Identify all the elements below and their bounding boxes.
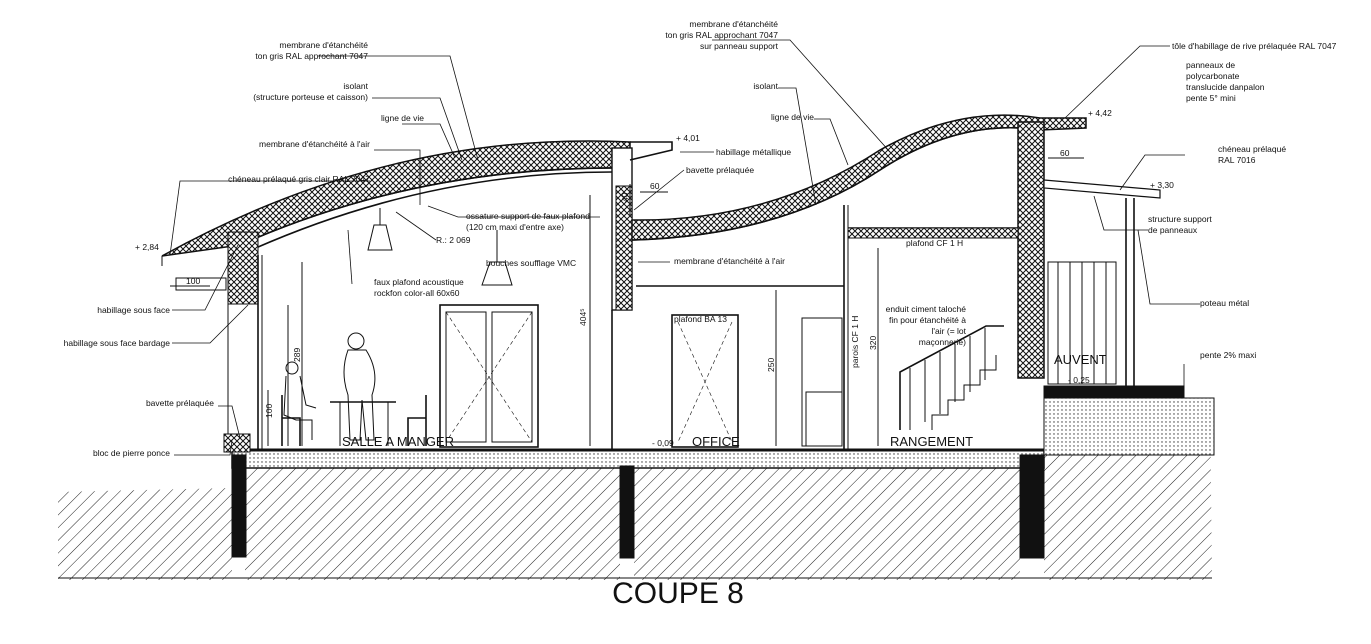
dim-404: 404⁵ bbox=[578, 308, 588, 326]
dim-289: 289 bbox=[292, 348, 302, 362]
right-roof bbox=[631, 114, 1161, 388]
label-ligne-vie-left: ligne de vie bbox=[381, 113, 424, 123]
label-polycarbonate-2: polycarbonate bbox=[1186, 71, 1240, 81]
label-membrane-center-1: membrane d'étanchéité bbox=[689, 19, 778, 29]
label-habillage-bardage: habillage sous face bardage bbox=[64, 338, 171, 348]
label-polycarbonate-1: panneaux de bbox=[1186, 60, 1235, 70]
label-ossature-1: ossature support de faux plafond bbox=[466, 211, 590, 221]
label-parois-cf: parois CF 1 H bbox=[850, 316, 860, 368]
label-cheneau-right-1: chéneau prélaqué bbox=[1218, 144, 1286, 154]
label-isolant-left-1: isolant bbox=[343, 81, 368, 91]
dim-320: 320 bbox=[868, 336, 878, 350]
dim-100-b: 100 bbox=[264, 404, 274, 418]
label-membrane-air-left: membrane d'étanchéité à l'air bbox=[259, 139, 370, 149]
drawing-title: COUPE 8 bbox=[612, 577, 744, 610]
label-bavette-left: bavette prélaquée bbox=[146, 398, 214, 408]
label-enduit-4: maçonnerie) bbox=[919, 337, 966, 347]
label-structure-support-1: structure support bbox=[1148, 214, 1212, 224]
level-025: - 0,25 bbox=[1068, 375, 1090, 385]
label-bouches-vmc: bouches soufflage VMC bbox=[486, 258, 576, 268]
label-ligne-vie-center: ligne de vie bbox=[771, 112, 814, 122]
room-office: OFFICE bbox=[692, 434, 740, 449]
label-membrane-center-2: ton gris RAL approchant 7047 bbox=[665, 30, 778, 40]
label-plafond-cf: plafond CF 1 H bbox=[906, 238, 963, 248]
interior-elements bbox=[161, 205, 1117, 450]
dim-250: 250 bbox=[766, 358, 776, 372]
level-009: - 0,09 bbox=[652, 438, 674, 448]
level-330: + 3,30 bbox=[1150, 180, 1174, 190]
dimension-values: 100 289 100 40 60 404⁵ 250 320 60 bbox=[186, 148, 1070, 418]
label-membrane-left-2: ton gris RAL approchant 7047 bbox=[255, 51, 368, 61]
label-habillage-sous-face: habillage sous face bbox=[97, 305, 170, 315]
label-tole-rive: tôle d'habillage de rive prélaquée RAL 7… bbox=[1172, 41, 1337, 51]
label-poteau-metal: poteau métal bbox=[1200, 298, 1249, 308]
room-auvent: AUVENT bbox=[1054, 352, 1107, 367]
dim-40: 40 bbox=[620, 192, 630, 202]
label-structure-support-2: de panneaux bbox=[1148, 225, 1198, 235]
right-annotations: tôle d'habillage de rive prélaquée RAL 7… bbox=[1148, 41, 1337, 360]
room-salle-a-manger: SALLE A MANGER bbox=[342, 434, 454, 449]
center-annotations: membrane d'étanchéité ton gris RAL appro… bbox=[374, 19, 967, 368]
label-cheneau-right-2: RAL 7016 bbox=[1218, 155, 1256, 165]
dimension-lines bbox=[170, 157, 1084, 446]
dim-100-a: 100 bbox=[186, 276, 200, 286]
label-isolant-left-2: (structure porteuse et caisson) bbox=[253, 92, 368, 102]
dim-60-a: 60 bbox=[650, 181, 660, 191]
label-membrane-air-center: membrane d'étanchéité à l'air bbox=[674, 256, 785, 266]
leader-lines bbox=[169, 39, 1200, 456]
level-marks: + 2,84 + 4,01 + 4,42 + 3,30 - 0,09 - 0,2… bbox=[135, 108, 1174, 448]
label-faux-plafond-1: faux plafond acoustique bbox=[374, 277, 464, 287]
level-401: + 4,01 bbox=[676, 133, 700, 143]
label-habillage-metallique: habillage métallique bbox=[716, 147, 791, 157]
label-faux-plafond-2: rockfon color-all 60x60 bbox=[374, 288, 460, 298]
room-rangement: RANGEMENT bbox=[890, 434, 973, 449]
label-enduit-3: l'air (= lot bbox=[932, 326, 967, 336]
label-pierre-ponce: bloc de pierre ponce bbox=[93, 448, 170, 458]
label-membrane-center-3: sur panneau support bbox=[700, 41, 779, 51]
label-ossature-2: (120 cm maxi d'entre axe) bbox=[466, 222, 564, 232]
slab-and-foundations bbox=[223, 385, 1215, 559]
label-isolant-center: isolant bbox=[753, 81, 778, 91]
dim-60-b: 60 bbox=[1060, 148, 1070, 158]
label-cheneau-left: chéneau prélaqué gris clair RAL 7047 bbox=[228, 174, 370, 184]
label-bavette-center: bavette prélaquée bbox=[686, 165, 754, 175]
left-annotations: membrane d'étanchéité ton gris RAL appro… bbox=[64, 40, 425, 458]
label-enduit-1: enduit ciment taloché bbox=[886, 304, 967, 314]
label-plafond-ba13: plafond BA 13 bbox=[674, 314, 727, 324]
level-442: + 4,42 bbox=[1088, 108, 1112, 118]
label-pente: pente 2% maxi bbox=[1200, 350, 1256, 360]
label-polycarbonate-4: pente 5° mini bbox=[1186, 93, 1236, 103]
label-membrane-left-1: membrane d'étanchéité bbox=[279, 40, 368, 50]
label-polycarbonate-3: translucide danpalon bbox=[1186, 82, 1265, 92]
label-radius: R.: 2 069 bbox=[436, 235, 471, 245]
label-enduit-2: fin pour étanchéité à bbox=[889, 315, 966, 325]
room-names: SALLE A MANGER OFFICE RANGEMENT AUVENT bbox=[342, 352, 1107, 449]
level-284: + 2,84 bbox=[135, 242, 159, 252]
